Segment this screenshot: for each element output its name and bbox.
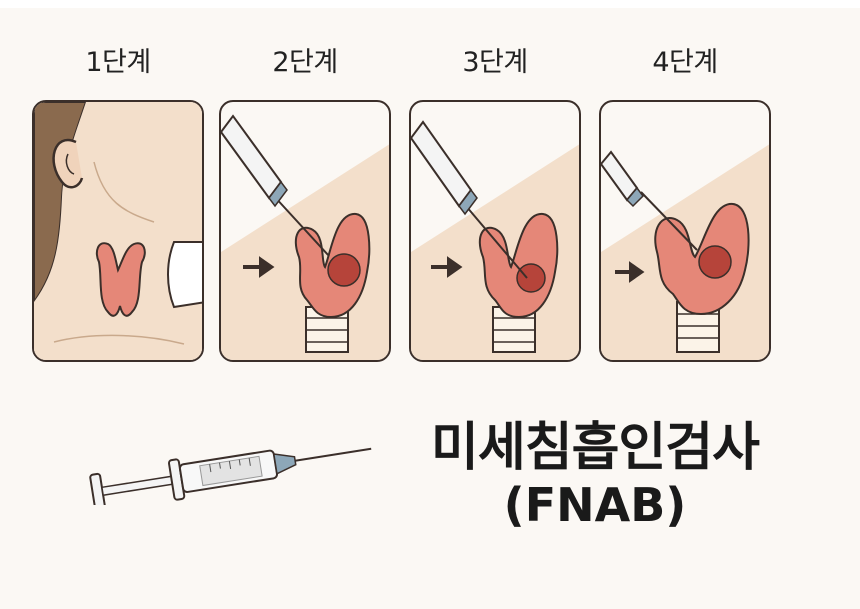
step-3-label: 3단계 [462, 47, 528, 78]
title-english: (FNAB) [503, 478, 687, 532]
needle-insertion-icon [221, 114, 389, 360]
step-1-label: 1단계 [85, 47, 151, 78]
step-4-label: 4단계 [652, 47, 718, 78]
syringe-icon [89, 447, 372, 505]
step-2-panel [219, 100, 391, 362]
step-3-panel [409, 100, 581, 362]
step-1-panel [32, 100, 204, 362]
needle-in-nodule-icon [411, 120, 579, 360]
step-4-panel [599, 100, 771, 362]
needle-aspiration-icon [601, 144, 769, 360]
step-2-label: 2단계 [272, 47, 338, 78]
title-korean: 미세침흡인검사 [431, 418, 760, 478]
neck-thyroid-icon [34, 102, 202, 360]
top-band [0, 0, 860, 8]
